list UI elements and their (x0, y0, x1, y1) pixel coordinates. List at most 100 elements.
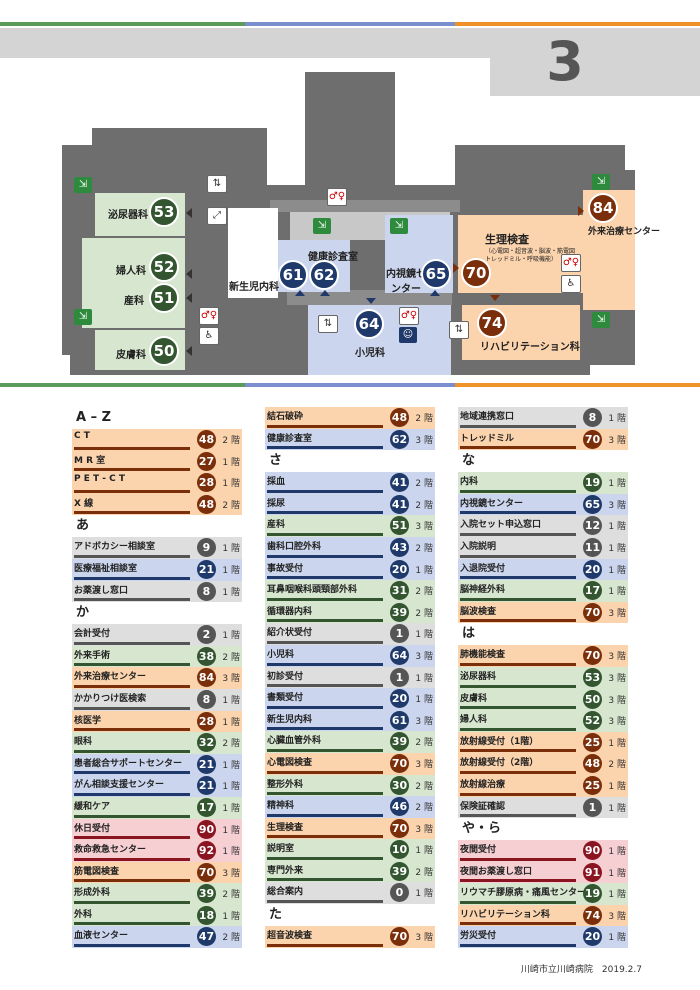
entry-room-number: 21 (197, 559, 216, 579)
entry-floor: 2 階 (608, 760, 626, 771)
entry-floor: 3 階 (415, 435, 433, 446)
entry-room-number: 91 (583, 862, 602, 882)
entry-room-number: 32 (197, 733, 216, 753)
entry-floor: 3 階 (222, 674, 240, 685)
entry-name: 入院説明 (460, 541, 497, 552)
entry-floor: 2 階 (222, 739, 240, 750)
room-label: 泌尿器科 (108, 210, 148, 221)
section-heading: A – Z (72, 407, 242, 429)
entry-room-number: 1 (390, 667, 409, 687)
entry-underline (460, 706, 576, 710)
entry-room-number: 12 (583, 516, 602, 536)
entry-room-number: 48 (390, 408, 409, 427)
exit-icon: ⇲ (313, 218, 331, 234)
entry-name: 脳波検査 (460, 606, 497, 617)
entry-floor: 1 階 (608, 868, 626, 879)
section-heading: か (72, 602, 242, 625)
entry-name: 新生児内科 (267, 714, 313, 725)
entry-room-number: 64 (390, 645, 409, 665)
entry-name: 眼科 (74, 737, 93, 748)
entry-name: リウマチ膠原病・痛風センター (460, 888, 587, 899)
entry-room-number: 48 (583, 754, 602, 774)
entry-name: 紹介状受付 (267, 628, 313, 639)
entry-name: 整形外科 (267, 779, 304, 790)
entry-floor: 2 階 (222, 933, 240, 944)
entry-floor: 3 階 (222, 868, 240, 879)
entry-underline (267, 705, 383, 709)
entry-underline (460, 489, 576, 493)
entry-name: 形成外科 (74, 888, 111, 899)
entry-floor: 1 階 (222, 544, 240, 555)
entry-underline (267, 554, 383, 558)
entry-floor: 1 階 (222, 565, 240, 576)
entry-underline (267, 640, 383, 644)
entry-room-number: 53 (583, 667, 602, 687)
section-heading: な (458, 450, 628, 473)
room-number: 70 (461, 258, 491, 288)
entry-name: 救命救急センター (74, 845, 147, 856)
entry-floor: 1 階 (222, 760, 240, 771)
entry-name: 歯科口腔外科 (267, 541, 322, 552)
entry-floor: 1 階 (608, 933, 626, 944)
entry-room-number: 41 (390, 494, 409, 514)
entry-room-number: 9 (197, 538, 216, 558)
restroom-icon: ♂♀ (561, 254, 581, 272)
entry-floor: 3 階 (415, 522, 433, 533)
entry-name: 夜間受付 (460, 845, 497, 856)
entry-name: 心臓血管外科 (267, 736, 322, 747)
entry-name: 夜間お薬渡し窓口 (460, 866, 533, 877)
entry-underline (460, 944, 576, 948)
exit-icon: ⇲ (74, 177, 92, 193)
entry-room-number: 28 (197, 473, 216, 493)
entry-floor: 1 階 (222, 825, 240, 836)
exit-icon: ⇲ (390, 218, 408, 234)
entrance-arrow-icon (320, 290, 330, 296)
entrance-arrow-icon (186, 269, 192, 279)
entry-underline (460, 879, 576, 883)
entry-floor: 2 階 (415, 500, 433, 511)
entry-underline (267, 856, 383, 860)
entry-name: P E T - C T (74, 474, 126, 485)
entry-room-number: 70 (390, 927, 409, 947)
entry-underline (460, 597, 576, 601)
entry-floor: 2 階 (415, 608, 433, 619)
room-number: 62 (309, 260, 339, 290)
room-number: 51 (149, 283, 179, 313)
entry-name: 採血 (267, 477, 286, 488)
entry-floor: 2 階 (415, 543, 433, 554)
entry-room-number: 41 (390, 473, 409, 493)
entry-floor: 2 階 (222, 890, 240, 901)
entry-room-number: 38 (197, 646, 216, 666)
entry-room-number: 70 (390, 818, 409, 838)
entry-underline (460, 684, 576, 688)
entry-floor: 2 階 (415, 781, 433, 792)
room-number: 61 (278, 260, 308, 290)
entry-underline (74, 576, 190, 580)
entry-name: 肺機能検査 (460, 650, 506, 661)
entry-underline (74, 814, 190, 818)
entry-underline (267, 748, 383, 752)
entry-name: 労災受付 (460, 931, 497, 942)
entry-name: 結石破砕 (267, 412, 304, 422)
